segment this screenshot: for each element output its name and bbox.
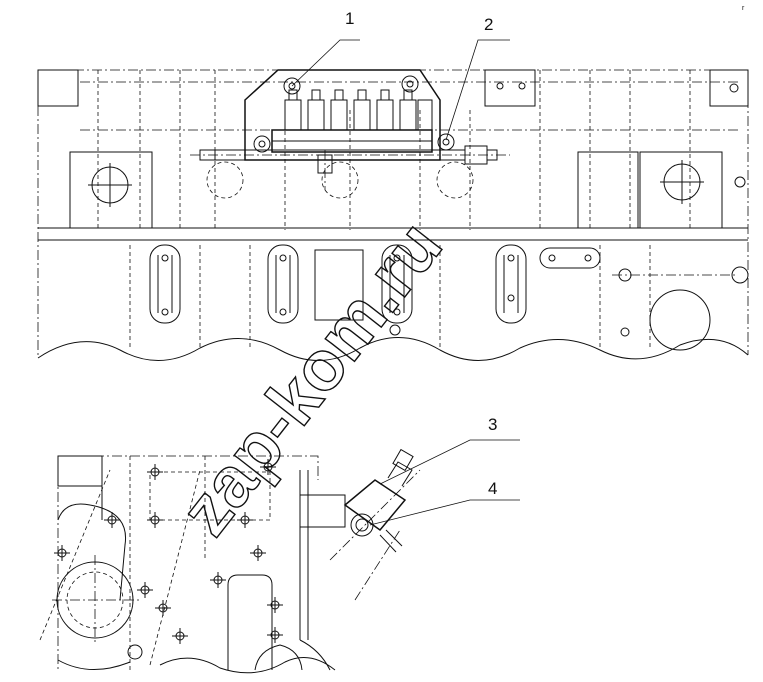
watermark: zap-kom.ru <box>165 207 456 549</box>
side-fitting <box>299 448 421 601</box>
callout-2: 2 <box>484 15 493 34</box>
callout-3: 3 <box>488 415 497 434</box>
slot-pads <box>149 244 601 336</box>
distributor-assembly <box>190 69 510 190</box>
top-view <box>37 69 749 361</box>
bottom-view <box>39 448 421 674</box>
callout-1: 1 <box>345 9 354 28</box>
callouts: 1 2 3 4 <box>291 9 520 526</box>
corner-mark: r <box>742 5 745 12</box>
callout-4: 4 <box>488 479 497 498</box>
